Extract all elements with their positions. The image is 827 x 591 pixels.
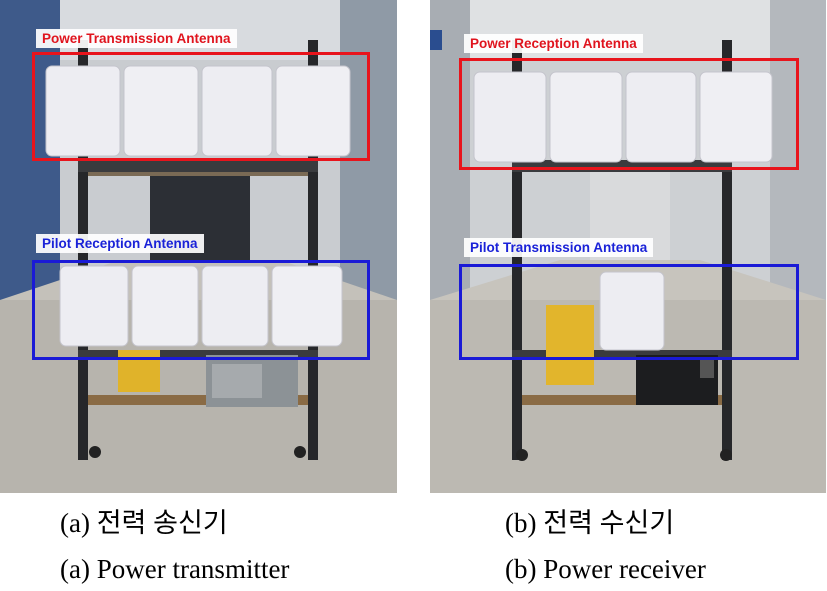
- power-reception-antenna-box: [459, 58, 799, 170]
- caption-a-korean: (a) 전력 송신기: [60, 508, 228, 538]
- pilot-transmission-antenna-label: Pilot Transmission Antenna: [464, 238, 654, 257]
- caption-a-english: (a) Power transmitter: [60, 554, 290, 584]
- pilot-reception-antenna-box: [32, 260, 370, 360]
- photo-power-transmitter: Power Transmission Antenna Pilot Recepti…: [0, 0, 397, 493]
- power-transmission-antenna-label: Power Transmission Antenna: [36, 29, 237, 48]
- photo-power-receiver: Power Reception Antenna Pilot Transmissi…: [430, 0, 826, 493]
- caption-b-english: (b) Power receiver: [505, 554, 706, 584]
- power-transmission-antenna-box: [32, 52, 370, 161]
- power-reception-antenna-label: Power Reception Antenna: [464, 34, 643, 53]
- pilot-transmission-antenna-box: [459, 264, 799, 360]
- pilot-reception-antenna-label: Pilot Reception Antenna: [36, 234, 204, 253]
- caption-b-korean: (b) 전력 수신기: [505, 508, 675, 538]
